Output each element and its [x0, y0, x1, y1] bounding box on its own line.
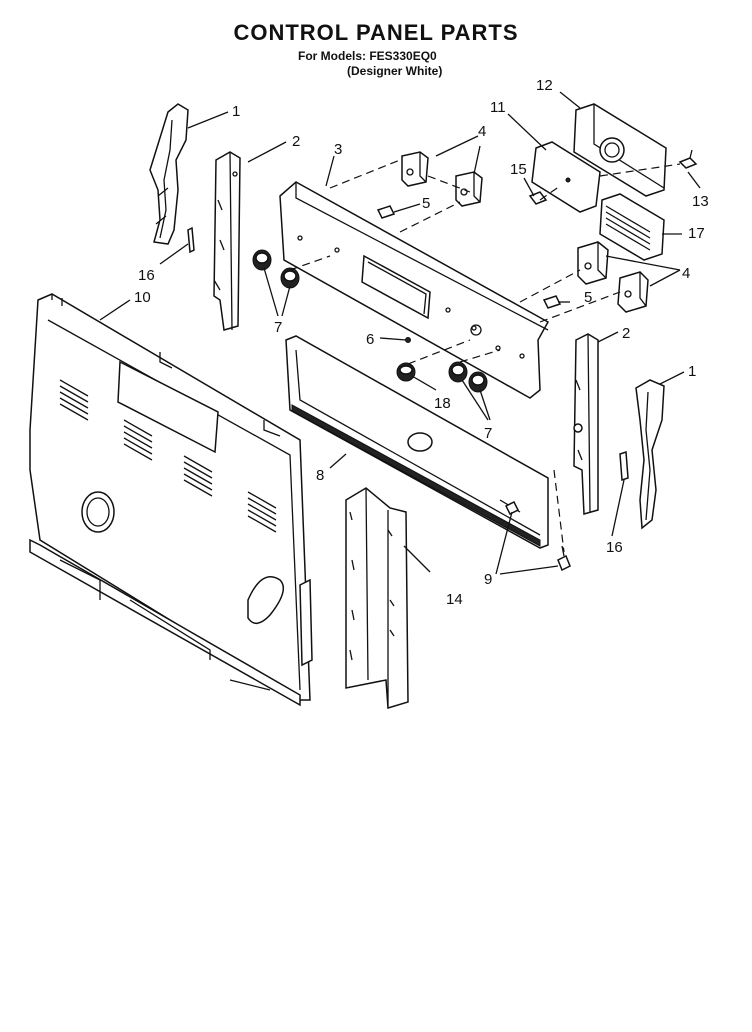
- part-rear-panel: [29, 293, 313, 707]
- callout-label: 18: [434, 395, 451, 412]
- callout-label: 14: [446, 591, 463, 608]
- part-channel: [345, 487, 409, 709]
- callout-label: 16: [138, 267, 155, 284]
- callout-label: 15: [510, 161, 527, 178]
- callout-label: 8: [316, 467, 324, 484]
- part-bracket-right: [573, 333, 599, 515]
- vent-slots: [59, 379, 277, 533]
- callout-label: 17: [688, 225, 705, 242]
- part-switch-b: [455, 171, 483, 207]
- callout-label: 13: [692, 193, 709, 210]
- part-clip-5-a: [376, 205, 396, 219]
- callout-label: 11: [490, 99, 506, 116]
- knob-right-a: [448, 361, 468, 383]
- callout-label: 1: [688, 363, 696, 380]
- knob-right-b: [468, 371, 488, 393]
- leader-lines: [99, 91, 701, 575]
- callout-label: 2: [292, 133, 300, 150]
- part-control-panel: [279, 181, 550, 399]
- part-end-cap-left: [149, 103, 189, 245]
- part-bracket-left: [213, 151, 241, 331]
- part-switch-a: [401, 151, 429, 187]
- callout-label: 5: [422, 195, 430, 212]
- part-control-module: [599, 193, 665, 261]
- knob-18: [396, 362, 416, 382]
- part-trim: [285, 335, 549, 549]
- callout-label: 4: [478, 123, 486, 140]
- part-clock-housing: [573, 103, 667, 197]
- part-lens: [531, 141, 601, 213]
- part-switch-d: [617, 271, 649, 313]
- callout-label: 10: [134, 289, 151, 306]
- callout-label: 16: [606, 539, 623, 556]
- callout-label: 5: [584, 289, 592, 306]
- part-screw-9b: [557, 545, 571, 572]
- part-clip-left: [187, 226, 195, 254]
- part-clip-5-b: [542, 295, 562, 309]
- part-screw-13: [678, 149, 698, 169]
- callout-label: 3: [334, 141, 342, 158]
- models-line: For Models: FES330EQ0: [298, 49, 437, 63]
- part-end-cap-right: [635, 379, 665, 530]
- callout-labels: 1 2 3 4 4 5 5 6 7 7 8 9 10 11 12 13 14 1…: [134, 77, 709, 608]
- knob-left-b: [280, 267, 300, 289]
- knob-left-a: [252, 249, 272, 271]
- part-6: [405, 337, 411, 343]
- callout-label: 12: [536, 77, 553, 94]
- callout-label: 1: [232, 103, 240, 120]
- part-switch-c: [577, 241, 609, 285]
- color-line: (Designer White): [347, 64, 443, 78]
- callout-label: 9: [484, 571, 492, 588]
- assembly-lines: [289, 159, 681, 553]
- callout-label: 6: [366, 331, 374, 348]
- callout-label: 2: [622, 325, 630, 342]
- part-clip-right: [619, 450, 629, 482]
- callout-label: 4: [682, 265, 690, 282]
- callout-label: 7: [274, 319, 282, 336]
- part-screw-9a: [504, 500, 520, 516]
- callout-label: 7: [484, 425, 492, 442]
- diagram-title: CONTROL PANEL PARTS: [233, 20, 519, 45]
